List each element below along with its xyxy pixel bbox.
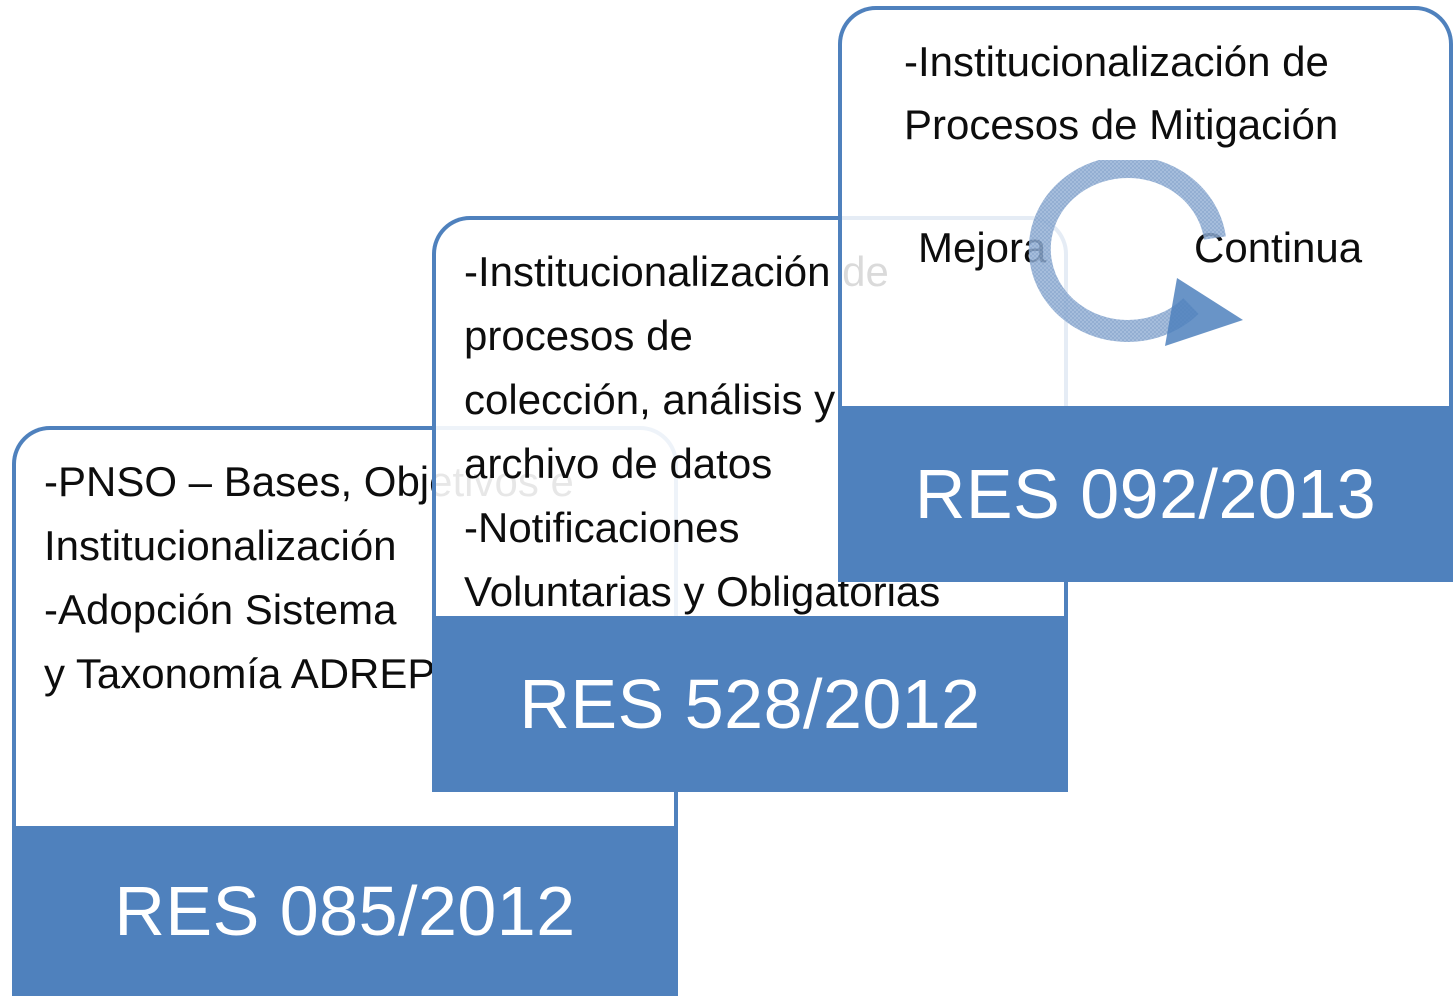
card-line: y Taxonomía ADREP xyxy=(44,650,436,697)
card-line: archivo de datos xyxy=(464,440,773,487)
card-text: -Institucionalización de procesos de col… xyxy=(464,240,940,624)
card-res-092-2013: -Institucionalización de Procesos de Mit… xyxy=(838,6,1453,582)
card-line: -Adopción Sistema xyxy=(44,586,397,633)
card-line: -Notificaciones xyxy=(464,504,740,551)
card-line: Procesos de Mitigación xyxy=(904,101,1339,148)
card-line: -Institucionalización de xyxy=(464,248,889,295)
card-label: RES 528/2012 xyxy=(432,616,1068,792)
card-line: colección, análisis y xyxy=(464,376,836,423)
card-line: procesos de xyxy=(464,312,693,359)
card-label: RES 085/2012 xyxy=(12,826,678,996)
card-text: -PNSO – Bases, Objetivos e Institucional… xyxy=(44,450,574,706)
cycle-label-left: Mejora xyxy=(918,224,1047,271)
card-line: Institucionalización xyxy=(44,522,397,569)
card-label: RES 092/2013 xyxy=(838,406,1453,582)
card-body xyxy=(838,6,1453,410)
card-line: -Institucionalización de xyxy=(904,38,1329,85)
circular-arrow-icon xyxy=(1028,160,1243,346)
card-text: -Institucionalización de Procesos de Mit… xyxy=(904,30,1338,156)
